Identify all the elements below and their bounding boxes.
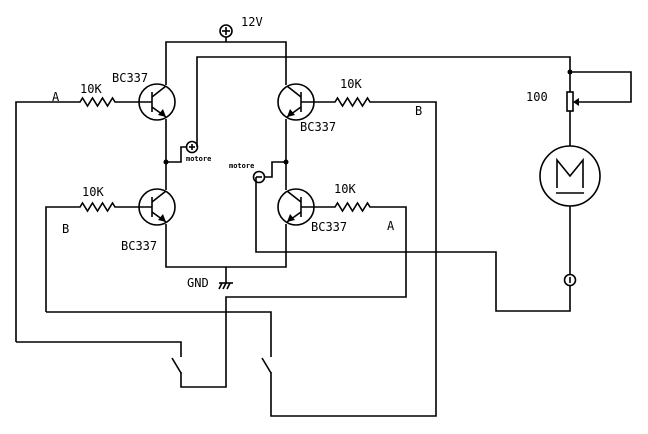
q4-label: BC337 xyxy=(311,220,347,234)
potentiometer xyxy=(566,71,632,146)
motor-minus-label: motore xyxy=(229,162,254,170)
resistor-r3 xyxy=(45,201,152,312)
motor-plus-label: motore xyxy=(186,155,211,163)
supply-label: 12V xyxy=(241,15,263,29)
motor-minus-line xyxy=(255,177,571,312)
signal-b-left: B xyxy=(62,222,69,236)
bottom-rail-wire xyxy=(165,224,287,268)
motor-terminal-bottom xyxy=(563,273,577,287)
signal-a-left: A xyxy=(52,90,60,104)
top-rail-wire xyxy=(165,41,287,85)
supply-terminal xyxy=(219,24,233,42)
q2-label: BC337 xyxy=(300,120,336,134)
motor-plus-wire xyxy=(166,146,186,163)
resistor-r1 xyxy=(15,96,152,342)
resistor-r2 xyxy=(270,96,437,417)
motor-minus-wire xyxy=(264,161,286,178)
ground-symbol xyxy=(218,267,233,290)
r3-label: 10K xyxy=(82,185,104,199)
potentiometer-label: 100 xyxy=(526,90,548,104)
ground-label: GND xyxy=(187,276,209,290)
r1-label: 10K xyxy=(80,82,102,96)
signal-a-right: A xyxy=(387,219,395,233)
switch-b[interactable] xyxy=(46,311,272,374)
r4-label: 10K xyxy=(334,182,356,196)
motor-symbol xyxy=(539,145,601,274)
resistor-r4 xyxy=(180,201,407,388)
q3-label: BC337 xyxy=(121,239,157,253)
r2-label: 10K xyxy=(340,77,362,91)
switch-a[interactable] xyxy=(16,341,182,374)
q1-label: BC337 xyxy=(112,71,148,85)
motor-plus-terminal xyxy=(185,140,199,154)
transistor-q3 xyxy=(138,188,176,226)
motor-minus-terminal xyxy=(252,170,266,184)
signal-b-right: B xyxy=(415,104,422,118)
